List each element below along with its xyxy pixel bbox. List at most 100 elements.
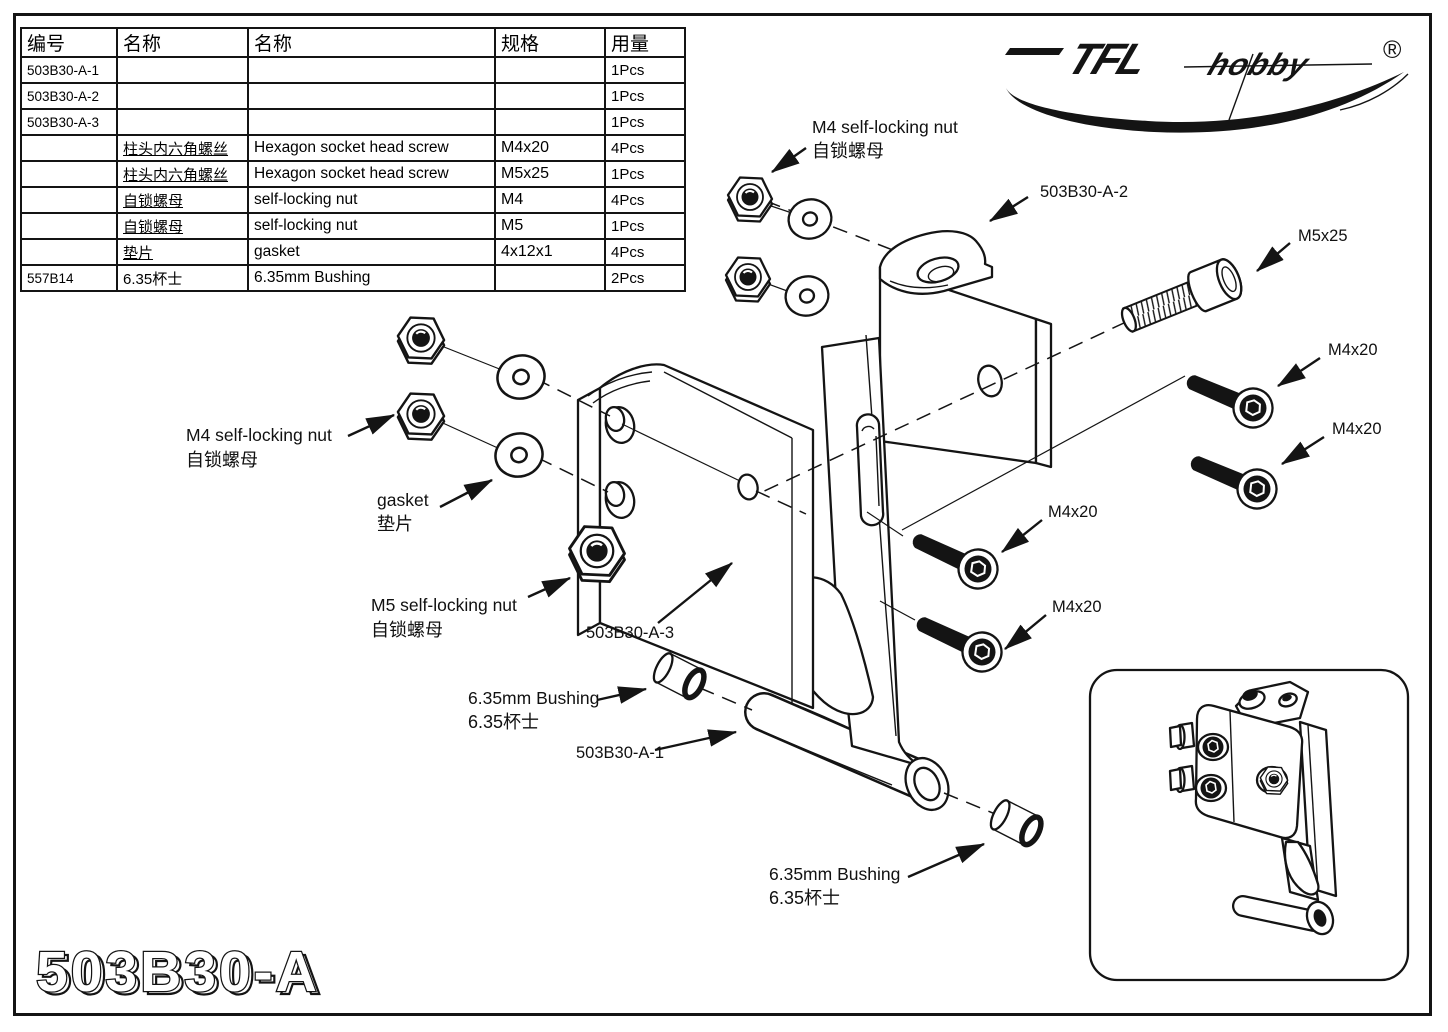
part-503B30-A-1 (744, 334, 950, 812)
label-part-a3: 503B30-A-3 (586, 624, 674, 642)
axis-line (901, 375, 1186, 531)
drawing-number: 503B30-A (36, 940, 320, 1004)
label-m4x20: M4x20 (1052, 598, 1102, 616)
label-bushing-top-cn: 6.35杯士 (468, 712, 539, 732)
table-cell (20, 238, 118, 266)
label-m5x25: M5x25 (1298, 227, 1348, 245)
table-cell: 自锁螺母 (116, 186, 249, 214)
logo-swoosh-tail (1339, 73, 1409, 111)
table-cell: 1Pcs (604, 56, 686, 84)
gasket-washer (783, 193, 837, 245)
m4-self-locking-nut (396, 316, 446, 365)
table-cell (20, 212, 118, 240)
table-cell: 503B30-A-3 (20, 108, 118, 136)
col-header-name-cn: 名称 (116, 27, 249, 58)
gasket-washer (780, 270, 834, 322)
table-cell (494, 264, 606, 292)
axis-line (765, 200, 899, 253)
table-header-row: 编号 名称 名称 规格 用量 (20, 27, 686, 58)
label-bushing-top-en: 6.35mm Bushing (468, 688, 599, 708)
table-cell (247, 82, 496, 110)
m5-self-locking-nut (568, 525, 626, 584)
table-cell: M5 (494, 212, 606, 240)
table-cell (116, 108, 249, 136)
table-row: 557B14 6.35杯士 6.35mm Bushing 2Pcs (20, 264, 686, 292)
table-cell: gasket (247, 238, 496, 266)
col-header-spec: 规格 (494, 27, 606, 58)
table-cell: self-locking nut (247, 186, 496, 214)
table-cell: 1Pcs (604, 160, 686, 188)
m5x25-screw (1120, 258, 1243, 333)
table-cell: 6.35杯士 (116, 264, 249, 292)
axis-line (535, 378, 611, 417)
axis-line (755, 490, 807, 515)
table-cell (494, 108, 606, 136)
a3-center-hole (737, 473, 759, 501)
part-503B30-A-2 (878, 230, 1053, 469)
label-bushing-bottom-cn: 6.35杯士 (769, 888, 840, 908)
table-row: 自锁螺母 self-locking nut M4 4Pcs (20, 186, 686, 214)
table-row: 503B30-A-1 1Pcs (20, 56, 686, 84)
label-m4x20: M4x20 (1332, 420, 1382, 438)
table-cell (20, 160, 118, 188)
table-cell: 柱头内六角螺丝 (116, 160, 249, 188)
table-cell: 4Pcs (604, 186, 686, 214)
table-row: 柱头内六角螺丝 Hexagon socket head screw M5x25 … (20, 160, 686, 188)
axis-line (621, 423, 741, 482)
table-cell (116, 82, 249, 110)
label-bushing-bottom-en: 6.35mm Bushing (769, 864, 900, 884)
m4x20-screw (1178, 361, 1280, 435)
logo-strike-line (1183, 63, 1373, 68)
logo-brand-text: TFL (1056, 35, 1160, 84)
table-cell: 2Pcs (604, 264, 686, 292)
drawing-number-shadow: 503B30-A (40, 943, 324, 1007)
table-row: 503B30-A-3 1Pcs (20, 108, 686, 136)
a1-slot (855, 413, 885, 527)
table-cell (494, 56, 606, 84)
label-m4-nut-left-cn: 自锁螺母 (186, 450, 258, 470)
logo-suffix-text: hobby (1204, 47, 1316, 82)
table-cell: 垫片 (116, 238, 249, 266)
table-cell: M5x25 (494, 160, 606, 188)
table-cell: 4Pcs (604, 238, 686, 266)
logo-slash (1228, 53, 1254, 121)
bushing-635 (987, 798, 1045, 849)
axis-line (757, 321, 1127, 495)
table-cell (247, 56, 496, 84)
table-cell: 1Pcs (604, 82, 686, 110)
table-cell: 503B30-A-2 (20, 82, 118, 110)
table-cell (20, 134, 118, 162)
m4x20-screw (904, 520, 1006, 597)
gasket-washer (491, 348, 551, 406)
tfl-hobby-logo: TFL hobby ® (1005, 35, 1409, 133)
table-cell (494, 82, 606, 110)
table-cell (116, 56, 249, 84)
label-gasket-en: gasket (377, 490, 429, 510)
table-cell: Hexagon socket head screw (247, 134, 496, 162)
axis-line (537, 457, 609, 493)
table-cell: 6.35mm Bushing (247, 264, 496, 292)
label-gasket-cn: 垫片 (377, 514, 413, 534)
table-cell: 557B14 (20, 264, 118, 292)
table-row: 垫片 gasket 4x12x1 4Pcs (20, 238, 686, 266)
col-header-qty: 用量 (604, 27, 686, 58)
callout-arrows (347, 147, 1325, 879)
label-m4x20: M4x20 (1328, 341, 1378, 359)
label-m4-nut-left-en: M4 self-locking nut (186, 425, 332, 445)
m4-self-locking-nut (726, 176, 774, 223)
table-cell (247, 108, 496, 136)
m4x20-screw (1182, 442, 1284, 516)
registered-mark: ® (1383, 36, 1402, 64)
col-header-id: 编号 (20, 27, 118, 58)
m4-self-locking-nut (396, 392, 446, 441)
logo-swoosh (1006, 72, 1404, 133)
table-cell: M4x20 (494, 134, 606, 162)
table-cell: 1Pcs (604, 108, 686, 136)
axis-line (866, 511, 916, 621)
axis-line (433, 202, 793, 450)
label-m5-nut-cn: 自锁螺母 (371, 620, 443, 640)
table-cell: Hexagon socket head screw (247, 160, 496, 188)
axis-line (943, 792, 1001, 817)
